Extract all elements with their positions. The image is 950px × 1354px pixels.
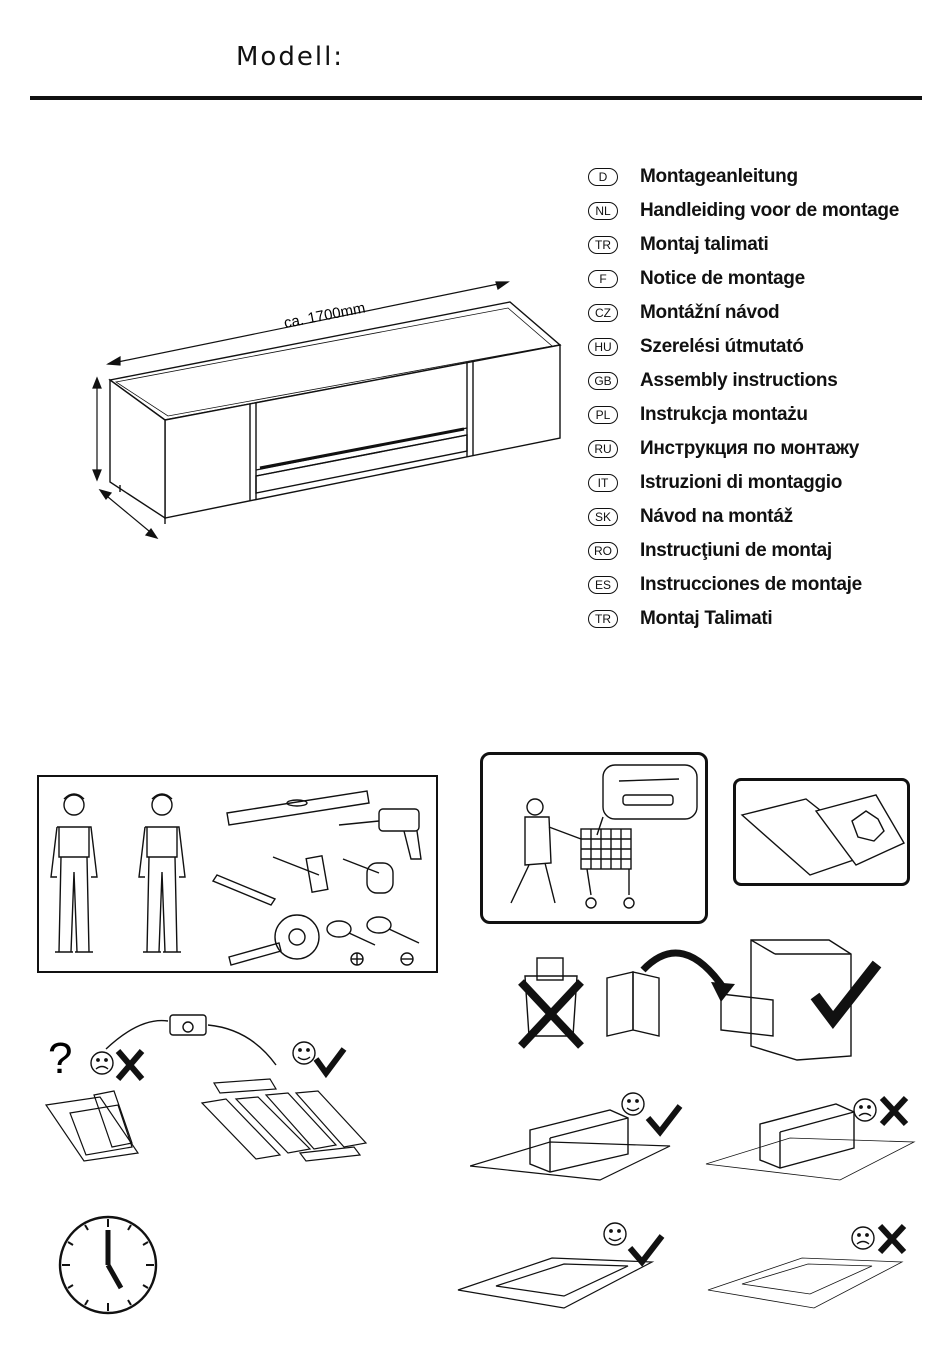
mat-with-panel-icon: [457, 1257, 655, 1309]
cleaning-panel: [733, 778, 910, 886]
language-row: TR Montaj Talimati: [588, 602, 948, 636]
language-row: GB Assembly instructions: [588, 364, 948, 398]
drill-icon: [338, 808, 422, 860]
hammer-icon: [272, 855, 329, 893]
workers-and-tools-panel: [37, 775, 438, 973]
spirit-level-icon: [226, 790, 370, 826]
language-row: F Notice de montage: [588, 262, 948, 296]
language-row: SK Návod na montáž: [588, 500, 948, 534]
cleaning-cloth-icon: [740, 794, 905, 876]
language-title: Montaj talimati: [640, 234, 769, 255]
assembly-surface-illustration: [470, 1092, 916, 1181]
language-row: RO Instrucţiuni de montaj: [588, 534, 948, 568]
mallet-icon: [342, 858, 394, 894]
worker-icon: [138, 793, 186, 953]
sad-face-icon: [853, 1098, 877, 1122]
language-row: HU Szerelési útmutató: [588, 330, 948, 364]
shopping-cart-customer-icon: [510, 798, 635, 909]
language-title: Návod na montáž: [640, 506, 793, 527]
hard-floor-icon: [705, 1137, 916, 1181]
cross-icon: [115, 1049, 145, 1081]
cross-icon: [879, 1095, 909, 1127]
checkmark-icon: [627, 1234, 665, 1267]
model-label: Modell:: [236, 42, 345, 72]
tape-measure-icon: [228, 914, 320, 966]
clock-icon: [58, 1215, 158, 1315]
unpacking-illustration: ?: [44, 1014, 368, 1162]
telephone-icon: [169, 1014, 207, 1036]
pencil-icon: [211, 874, 277, 906]
language-code-badge: RU: [588, 440, 618, 458]
checkmark-icon: [810, 960, 882, 1030]
tv-cabinet-drawing: ca. 1700mm: [92, 281, 562, 540]
checkmark-icon: [645, 1104, 683, 1137]
language-row: CZ Montážní návod: [588, 296, 948, 330]
language-title: Szerelési útmutató: [640, 336, 804, 357]
language-title: Assembly instructions: [640, 370, 838, 391]
cross-icon: [518, 979, 584, 1049]
language-title: Handleiding voor de montage: [640, 200, 899, 221]
scattered-panels-icon: [44, 1090, 140, 1162]
smiley-face-icon: [603, 1222, 627, 1246]
phillips-screwdriver-icon: [326, 920, 376, 966]
cabinet-on-floor-icon: [759, 1103, 855, 1169]
height-dimension-arrow: [92, 376, 102, 482]
width-dimension-label: ca. 1700mm: [283, 299, 367, 331]
floor-without-mat-icon: [707, 1257, 904, 1309]
carpet-icon: [470, 1141, 671, 1181]
keep-manual-illustration: [518, 939, 882, 1061]
language-row: RU Инструкция по монтажу: [588, 432, 948, 466]
language-code-badge: D: [588, 168, 618, 186]
language-title: Istruzioni di montaggio: [640, 472, 843, 493]
language-row: D Montageanleitung: [588, 160, 948, 194]
language-code-badge: PL: [588, 406, 618, 424]
language-code-badge: GB: [588, 372, 618, 390]
smiley-face-icon: [292, 1041, 316, 1065]
sorted-panels-icon: [200, 1078, 368, 1162]
language-row: ES Instrucciones de montaje: [588, 568, 948, 602]
language-row: NL Handleiding voor de montage: [588, 194, 948, 228]
screw-and-dowel-icon: [596, 764, 698, 836]
smiley-face-icon: [621, 1092, 645, 1116]
arrow-icon: [640, 949, 728, 992]
language-title: Инструкция по монтажу: [640, 438, 860, 459]
language-code-badge: CZ: [588, 304, 618, 322]
language-row: PL Instrukcja montażu: [588, 398, 948, 432]
language-title: Instrukcja montażu: [640, 404, 808, 425]
language-title: Instrucţiuni de montaj: [640, 540, 832, 561]
language-row: TR Montaj talimati: [588, 228, 948, 262]
language-code-badge: SK: [588, 508, 618, 526]
shopping-panel: [480, 752, 708, 924]
language-code-badge: NL: [588, 202, 618, 220]
language-code-badge: TR: [588, 236, 618, 254]
checkmark-icon: [313, 1047, 347, 1079]
language-code-badge: HU: [588, 338, 618, 356]
header-divider: [30, 96, 922, 100]
language-code-badge: TR: [588, 610, 618, 628]
protective-mat-illustration: [457, 1222, 907, 1309]
language-row: IT Istruzioni di montaggio: [588, 466, 948, 500]
language-list: D Montageanleitung NL Handleiding voor de …: [588, 160, 948, 636]
language-title: Notice de montage: [640, 268, 805, 289]
language-code-badge: ES: [588, 576, 618, 594]
filing-cabinet-icon: [720, 939, 852, 1061]
flat-screwdriver-icon: [366, 916, 420, 966]
cabinet-on-carpet-icon: [529, 1109, 629, 1173]
manual-icon: [606, 971, 660, 1037]
language-title: Montaj Talimati: [640, 608, 773, 629]
sad-face-icon: [90, 1051, 114, 1075]
language-title: Instrucciones de montaje: [640, 574, 862, 595]
language-title: Montageanleitung: [640, 166, 798, 187]
language-title: Montážní návod: [640, 302, 780, 323]
width-dimension-arrow: [106, 281, 510, 366]
cross-icon: [877, 1223, 907, 1255]
depth-dimension-arrow: [98, 488, 159, 540]
language-code-badge: F: [588, 270, 618, 288]
language-code-badge: RO: [588, 542, 618, 560]
question-mark-icon: ?: [48, 1034, 72, 1083]
worker-icon: [50, 793, 98, 953]
sad-face-icon: [851, 1226, 875, 1250]
language-code-badge: IT: [588, 474, 618, 492]
